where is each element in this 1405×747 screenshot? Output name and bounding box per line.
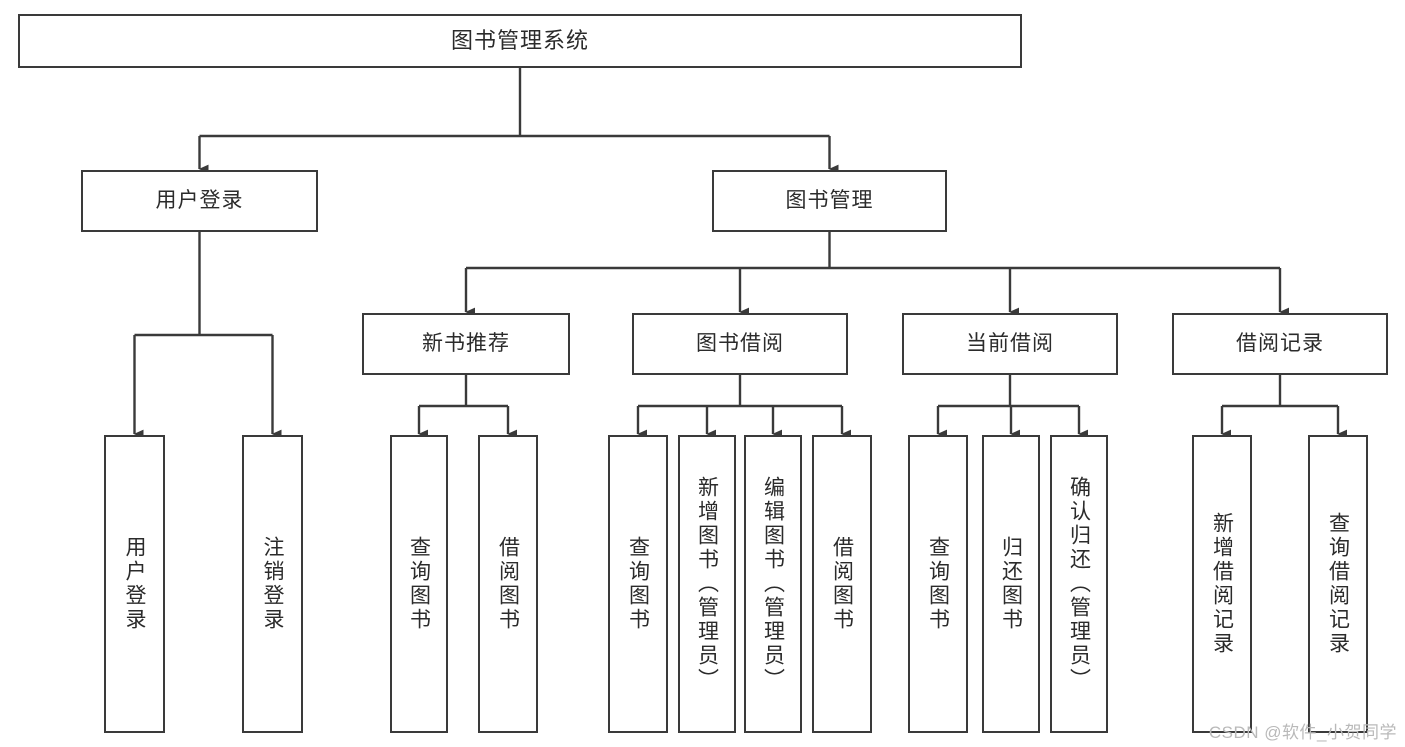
node-label: 注销登录: [261, 536, 284, 632]
node-leaf-10[interactable]: 归还图书: [982, 435, 1040, 733]
node-leaf-9[interactable]: 查询图书: [908, 435, 968, 733]
node-bookmgmt[interactable]: 图书管理: [712, 170, 947, 232]
node-leaf-5[interactable]: 查询图书: [608, 435, 668, 733]
node-label: 查询图书: [926, 536, 950, 632]
node-label: 图书借阅: [696, 331, 784, 355]
node-leaf-2[interactable]: 注销登录: [242, 435, 303, 733]
node-label: 借阅图书: [496, 536, 520, 632]
node-label: 新书推荐: [422, 331, 510, 355]
node-label: 编辑图书（管理员）: [761, 476, 785, 692]
node-label: 归还图书: [999, 536, 1023, 632]
node-leaf-6[interactable]: 新增图书（管理员）: [678, 435, 736, 733]
node-leaf-4[interactable]: 借阅图书: [478, 435, 538, 733]
node-login[interactable]: 用户登录: [81, 170, 318, 232]
node-leaf-8[interactable]: 借阅图书: [812, 435, 872, 733]
node-leaf-1[interactable]: 用户登录: [104, 435, 165, 733]
node-label: 借阅图书: [830, 536, 854, 632]
node-label: 图书管理: [785, 188, 874, 212]
node-label: 新增图书（管理员）: [695, 476, 719, 692]
node-label: 新增借阅记录: [1210, 512, 1234, 656]
node-label: 用户登录: [123, 536, 146, 632]
node-leaf-3[interactable]: 查询图书: [390, 435, 448, 733]
node-root[interactable]: 图书管理系统: [18, 14, 1022, 68]
watermark-text: CSDN @软件_小贺同学: [1208, 723, 1397, 742]
node-label: 查询借阅记录: [1326, 512, 1350, 656]
node-label: 当前借阅: [966, 331, 1054, 355]
node-borrow[interactable]: 图书借阅: [632, 313, 848, 375]
node-label: 图书管理系统: [450, 28, 589, 54]
node-label: 确认归还（管理员）: [1067, 476, 1091, 692]
node-newbook[interactable]: 新书推荐: [362, 313, 570, 375]
node-leaf-7[interactable]: 编辑图书（管理员）: [744, 435, 802, 733]
node-leaf-12[interactable]: 新增借阅记录: [1192, 435, 1252, 733]
node-label: 查询图书: [626, 536, 650, 632]
node-record[interactable]: 借阅记录: [1172, 313, 1388, 375]
node-label: 查询图书: [407, 536, 431, 632]
node-label: 借阅记录: [1236, 331, 1324, 355]
node-label: 用户登录: [155, 188, 244, 212]
node-leaf-11[interactable]: 确认归还（管理员）: [1050, 435, 1108, 733]
node-current[interactable]: 当前借阅: [902, 313, 1118, 375]
node-leaf-13[interactable]: 查询借阅记录: [1308, 435, 1368, 733]
